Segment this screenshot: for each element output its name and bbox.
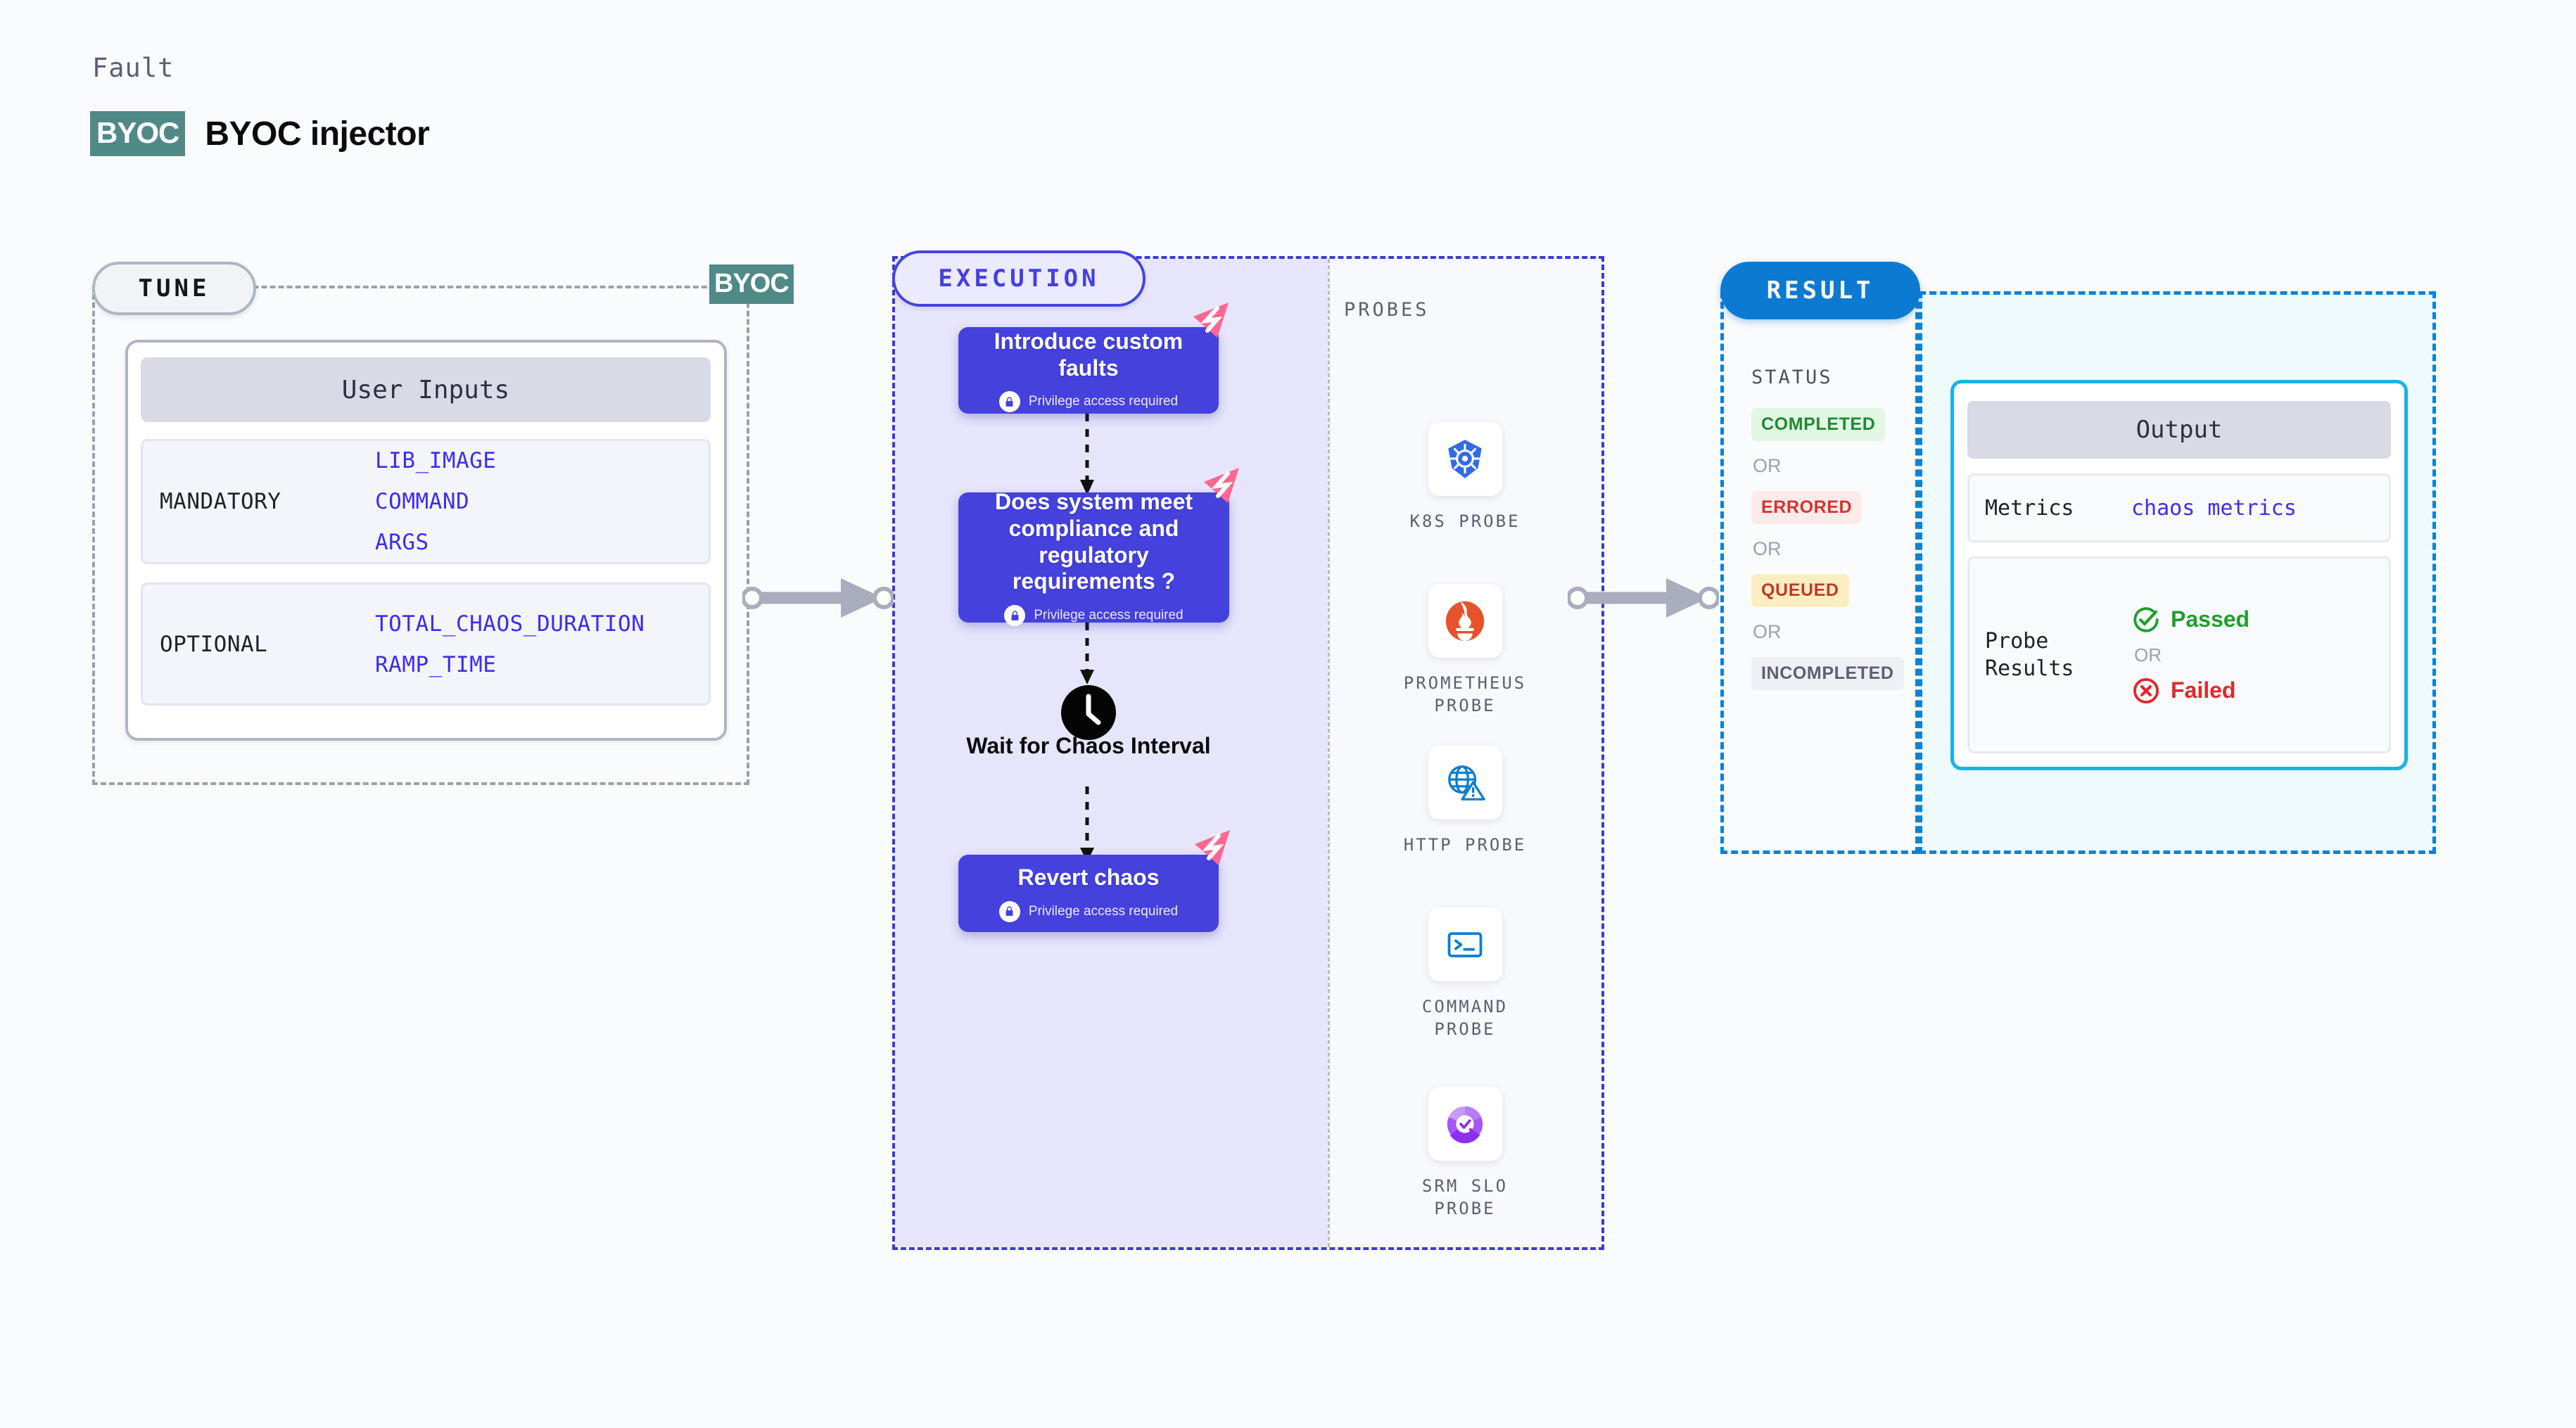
or-separator: OR [1753,455,1782,476]
probe-label: SRM SLO PROBE [1421,1176,1509,1219]
output-card-header: Output [1967,401,2391,459]
param-value[interactable]: ARGS [375,530,429,555]
output-metrics-key: Metrics [1985,495,2074,521]
output-metrics-value[interactable]: chaos metrics [2131,495,2297,521]
flow-connector [1080,786,1094,862]
param-group-label: OPTIONAL [160,631,268,657]
status-section-label: STATUS [1751,366,1833,388]
srm-slo-donut-icon [1447,1106,1483,1143]
probe-srm-slo[interactable]: SRM SLO PROBE [1395,1087,1535,1220]
or-separator: OR [2134,644,2162,665]
probe-tile [1428,422,1502,496]
execution-node-compliance-check[interactable]: Does system meet compliance and regulato… [958,489,1229,626]
param-group-mandatory: MANDATORY LIB_IMAGE COMMAND ARGS [141,439,711,564]
clock-icon [1061,685,1116,740]
page-title: BYOC injector [205,115,430,153]
probe-k8s[interactable]: K8S PROBE [1395,422,1535,533]
or-separator: OR [1753,621,1782,642]
execution-stage-pill[interactable]: EXECUTION [892,250,1146,307]
execution-node-wait-interval[interactable] [1060,684,1117,745]
http-globe-warning-icon [1448,765,1485,801]
lock-icon [1004,605,1026,626]
terminal-icon [1447,931,1483,957]
status-badge: QUEUED [1751,574,1849,607]
kubernetes-icon [1448,439,1482,478]
probe-tile [1428,746,1502,820]
param-value[interactable]: COMMAND [375,489,470,514]
output-probe-results-row: Probe Results Passed OR Failed [1967,556,2391,753]
output-metrics-row: Metrics chaos metrics [1967,473,2391,542]
privilege-note: Privilege access required [998,391,1179,413]
probes-divider [1328,259,1330,1247]
privilege-note-text: Privilege access required [1028,903,1179,919]
probe-tile [1428,584,1502,658]
connector-execution-to-result [1568,578,1719,618]
page-title-row: BYOC BYOC injector [90,111,430,156]
status-region [1720,291,1919,854]
passed-label: Passed [2171,606,2250,632]
probe-http[interactable]: HTTP PROBE [1395,746,1535,856]
status-badge: INCOMPLETED [1751,657,1904,690]
privilege-note-text: Privilege access required [1034,608,1184,623]
probe-result-failed: Failed [2131,676,2250,706]
lock-icon [998,391,1020,413]
probe-command[interactable]: COMMAND PROBE [1395,907,1535,1041]
param-value[interactable]: RAMP_TIME [375,651,497,677]
connector-tune-to-execution [742,578,894,618]
probes-section-label: PROBES [1344,299,1430,321]
check-circle-icon [2133,606,2159,632]
execution-node-introduce-faults[interactable]: Introduce custom faults Privilege access… [958,327,1219,414]
param-value-list: LIB_IMAGE COMMAND ARGS [375,448,496,555]
param-value[interactable]: TOTAL_CHAOS_DURATION [375,611,645,637]
param-group-optional: OPTIONAL TOTAL_CHAOS_DURATION RAMP_TIME [141,582,711,706]
lock-icon [998,900,1020,922]
tune-region [92,286,749,785]
status-badge: COMPLETED [1751,408,1886,441]
probe-result-passed: Passed [2131,605,2250,635]
node-title: Revert chaos [1017,865,1160,891]
execution-node-revert-chaos[interactable]: Revert chaos Privilege access required [958,855,1219,932]
probe-label: HTTP PROBE [1403,835,1527,855]
byoc-badge: BYOC [90,111,186,156]
privilege-note: Privilege access required [998,900,1179,922]
param-value[interactable]: LIB_IMAGE [375,448,497,473]
x-circle-icon [2133,677,2159,703]
param-group-label: MANDATORY [160,489,281,514]
param-value-list: TOTAL_CHAOS_DURATION RAMP_TIME [375,611,645,677]
result-stage-pill[interactable]: RESULT [1720,262,1920,319]
probe-label: COMMAND PROBE [1421,997,1509,1040]
probe-label: PROMETHEUS PROBE [1403,673,1527,716]
privilege-note-text: Privilege access required [1028,394,1179,409]
prometheus-icon [1445,601,1485,641]
or-separator: OR [1753,538,1782,559]
execution-region [892,256,1604,1250]
output-probe-results-key: Probe Results [1985,629,2074,681]
status-list: COMPLETED OR ERRORED OR QUEUED OR INCOMP… [1751,408,1904,690]
user-inputs-header: User Inputs [141,357,711,422]
page-eyebrow: Fault [92,53,175,83]
node-title: Does system meet compliance and regulato… [994,489,1193,594]
tune-stage-pill[interactable]: TUNE [92,262,256,315]
execution-fill [895,259,1328,1247]
failed-label: Failed [2171,677,2236,703]
probe-tile [1428,1087,1502,1161]
privilege-note: Privilege access required [1004,605,1184,626]
probe-tile [1428,907,1502,981]
flow-connector [1080,623,1094,684]
flow-connector [1080,414,1094,495]
node-title: Introduce custom faults [994,328,1184,381]
byoc-corner-badge: BYOC [709,264,794,304]
probe-prometheus[interactable]: PROMETHEUS PROBE [1395,584,1535,718]
status-badge: ERRORED [1751,491,1863,524]
probe-result-outcomes: Passed OR Failed [2131,605,2250,706]
probe-label: K8S PROBE [1409,511,1521,531]
